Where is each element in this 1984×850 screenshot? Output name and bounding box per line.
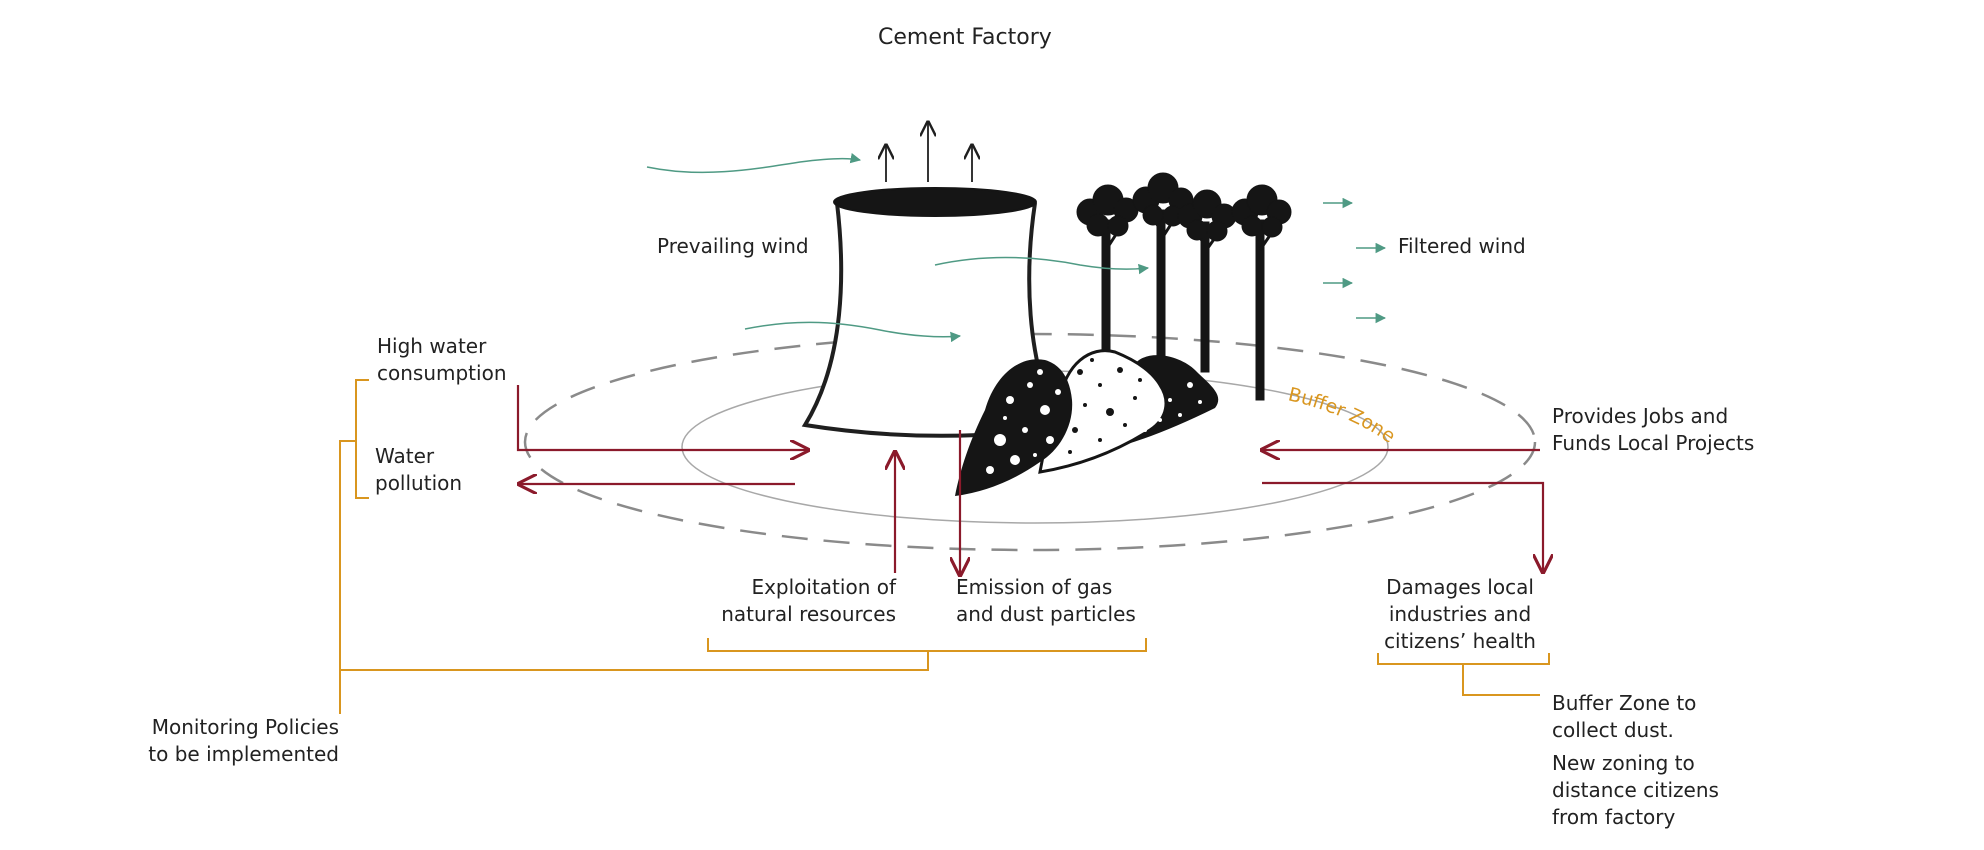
buffer-zone-label: Buffer Zone [1286, 383, 1399, 447]
factory-icon [801, 187, 1064, 438]
new-zoning-label: New zoning to distance citizens from fac… [1552, 751, 1719, 829]
prevailing-wind-label: Prevailing wind [657, 234, 809, 258]
wind-arrow-icon [646, 153, 1387, 343]
emission-label: Emission of gas and dust particles [956, 575, 1136, 626]
water-pollution-label: Water pollution [375, 444, 463, 495]
damages-label: Damages local industries and citizens’ h… [1384, 575, 1536, 653]
emission-arrows-icon [886, 122, 972, 182]
provides-jobs-label: Provides Jobs and Funds Local Projects [1552, 404, 1755, 455]
water-consumption-arrow [516, 385, 808, 450]
buffer-zone-collect-label: Buffer Zone to collect dust. [1552, 691, 1697, 742]
page-title: Cement Factory [878, 25, 1052, 50]
monitoring-policies-label: Monitoring Policies to be implemented [148, 715, 339, 766]
stockpile-icon [955, 349, 1219, 496]
high-water-consumption-label: High water consumption [377, 334, 507, 385]
impact-arrows [516, 385, 1543, 575]
exploitation-label: Exploitation of natural resources [721, 575, 896, 626]
policy-brackets [339, 379, 1550, 714]
damages-arrow [1262, 481, 1543, 572]
filtered-wind-label: Filtered wind [1398, 234, 1526, 258]
